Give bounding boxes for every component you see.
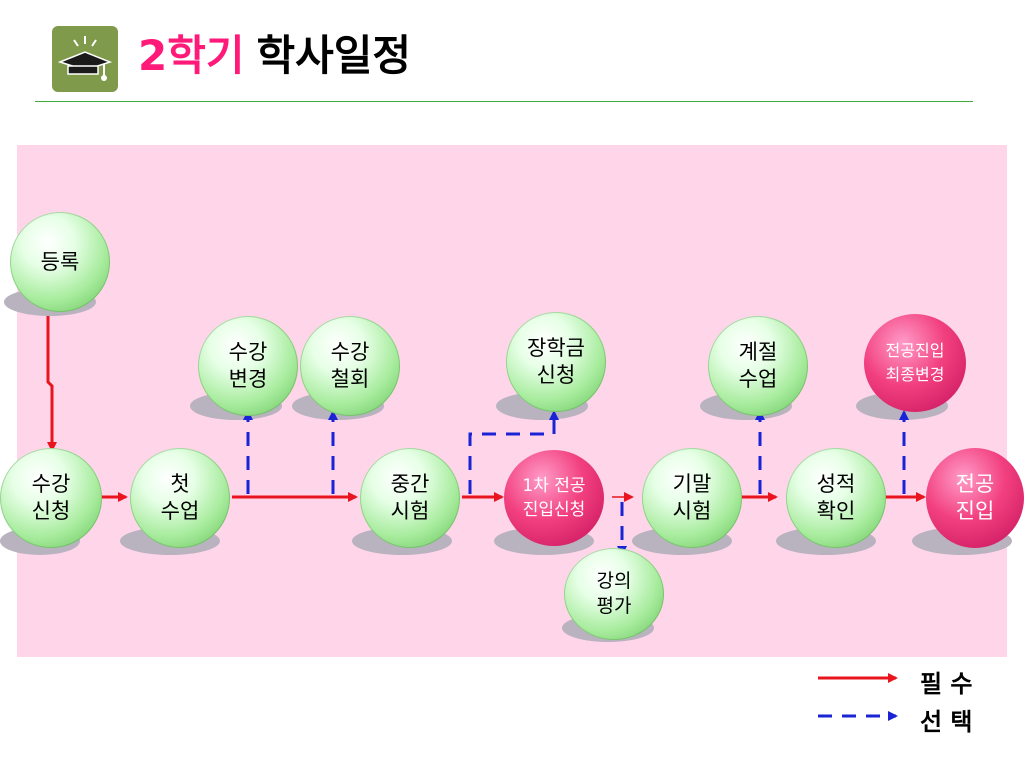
title-schedule: 학사일정	[256, 31, 412, 80]
arrow-required	[46, 316, 57, 452]
legend-optional-label: 선 택	[920, 708, 973, 736]
legend-required-label: 필 수	[920, 670, 973, 698]
title-divider	[35, 101, 973, 102]
arrow-optional	[468, 410, 559, 494]
graduation-cap-icon	[52, 26, 118, 92]
node-registration: 등록	[10, 212, 110, 312]
title-semester: 2학기	[138, 31, 245, 80]
